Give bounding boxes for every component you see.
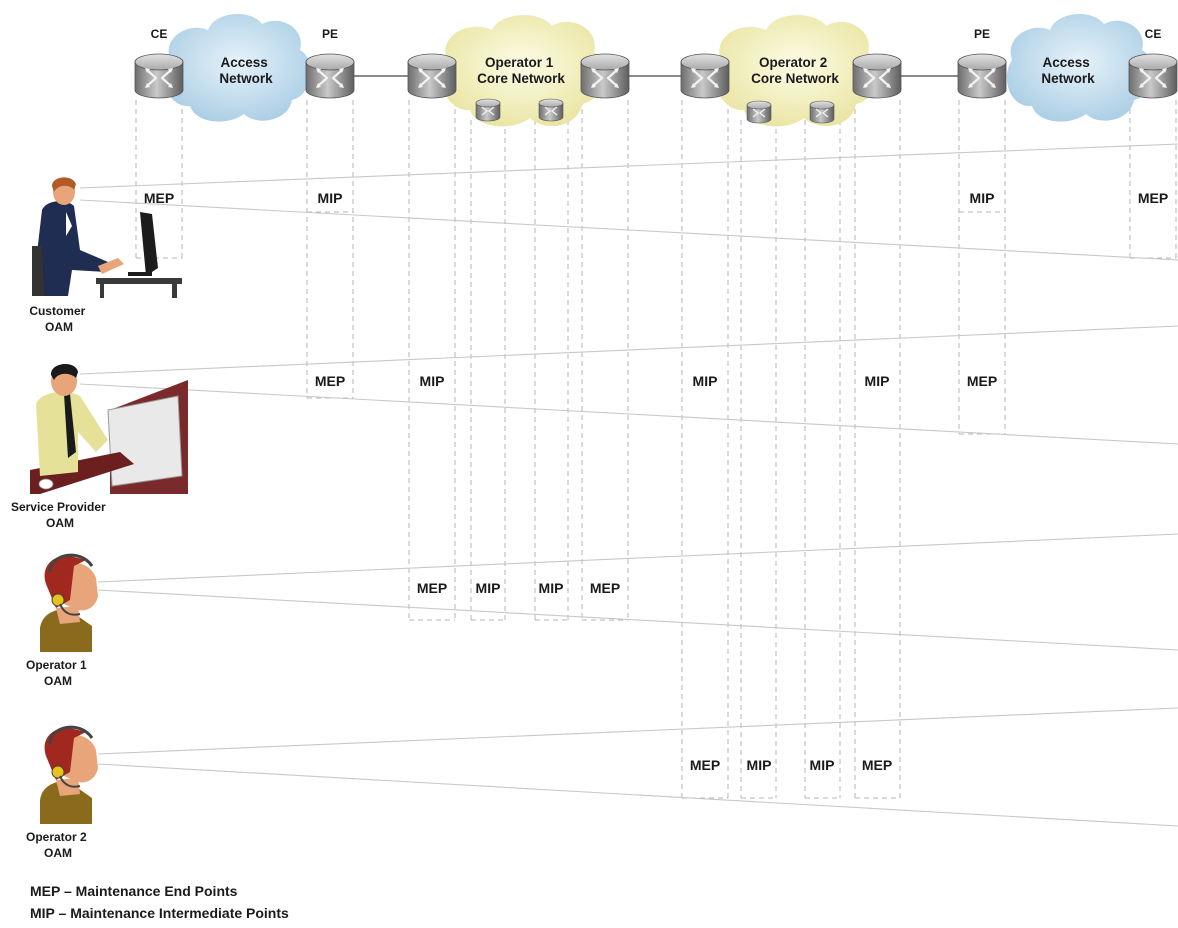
pe-right-label: PE: [974, 27, 990, 41]
pe-left-router-icon: [304, 52, 356, 100]
operator1-oam-label: Operator 1 OAM: [26, 658, 90, 688]
operator1-edge-router-icon: [579, 52, 631, 100]
operator2-core-router-icon: [809, 100, 835, 124]
access-cloud-left: [164, 13, 311, 122]
service-provider-mip-label: MIP: [693, 373, 718, 389]
service-provider-mep-label: MEP: [967, 373, 997, 389]
operator1-core-router-icon: [538, 98, 564, 122]
customer-domain-box: [135, 100, 1177, 259]
ce-right-router-icon: [1127, 52, 1178, 100]
operator1-core-network-label: Operator 1 Core Network: [477, 55, 565, 86]
operator1-scope: [97, 533, 1178, 651]
operator1-box: [408, 100, 456, 621]
customer-points: MEP MIP MIP MEP: [144, 190, 1168, 206]
pe-right-box: [958, 100, 1006, 435]
operator2-points: MEP MIP MIP MEP: [690, 757, 892, 773]
service-provider-points: MEP MIP MIP MIP MEP: [315, 373, 997, 389]
customer-mep-label: MEP: [144, 190, 174, 206]
legend-mep: MEP – Maintenance End Points: [30, 883, 238, 899]
operator2-mip-label: MIP: [747, 757, 772, 773]
legend-mip: MIP – Maintenance Intermediate Points: [30, 905, 289, 921]
access-network-left-label: Access Network: [219, 55, 273, 86]
access-cloud-right: [1006, 13, 1153, 122]
operator1-person-icon: [40, 553, 98, 652]
pe-left-label: PE: [322, 27, 338, 41]
service-provider-mip-label: MIP: [420, 373, 445, 389]
customer-mip-label: MIP: [970, 190, 995, 206]
service-provider-person-icon: [30, 364, 188, 494]
service-provider-mip-label: MIP: [865, 373, 890, 389]
operator1-mep-label: MEP: [590, 580, 620, 596]
operator2-person-icon: [40, 725, 98, 824]
access-network-right-label: Access Network: [1041, 55, 1095, 86]
operator1-mep-label: MEP: [417, 580, 447, 596]
customer-mep-label: MEP: [1138, 190, 1168, 206]
service-provider-oam-label: Service Provider OAM: [11, 500, 109, 530]
service-provider-scope: [79, 325, 1178, 445]
pe-left-box: [306, 100, 354, 399]
operator2-mep-label: MEP: [862, 757, 892, 773]
operator2-oam-label: Operator 2 OAM: [26, 830, 90, 860]
operator1-core-router-icon: [475, 98, 501, 122]
ce-right-label: CE: [1145, 27, 1162, 41]
operator2-mip-label: MIP: [810, 757, 835, 773]
operator2-mep-label: MEP: [690, 757, 720, 773]
customer-scope: [79, 143, 1178, 261]
operator1-mip-label: MIP: [539, 580, 564, 596]
operator2-scope: [97, 707, 1178, 827]
ce-left-label: CE: [151, 27, 168, 41]
operator2-core-network-label: Operator 2 Core Network: [751, 55, 839, 86]
pe-right-router-icon: [956, 52, 1008, 100]
operator2-edge-router-icon: [851, 52, 903, 100]
customer-mip-label: MIP: [318, 190, 343, 206]
operator1-edge-router-icon: [406, 52, 458, 100]
customer-oam-label: Customer OAM: [29, 304, 88, 334]
domain-boxes: [135, 100, 1177, 799]
core-cloud-operator2: [715, 15, 878, 127]
operator2-edge-router-icon: [679, 52, 731, 100]
oam-scope-lines: [79, 143, 1178, 827]
operator2-box: [681, 100, 729, 799]
operator1-mip-label: MIP: [476, 580, 501, 596]
customer-person-icon: [32, 177, 182, 298]
ce-left-router-icon: [133, 52, 185, 100]
core-cloud-operator1: [441, 15, 604, 127]
operator2-core-router-icon: [746, 100, 772, 124]
service-provider-mep-label: MEP: [315, 373, 345, 389]
operator1-points: MEP MIP MIP MEP: [417, 580, 620, 596]
